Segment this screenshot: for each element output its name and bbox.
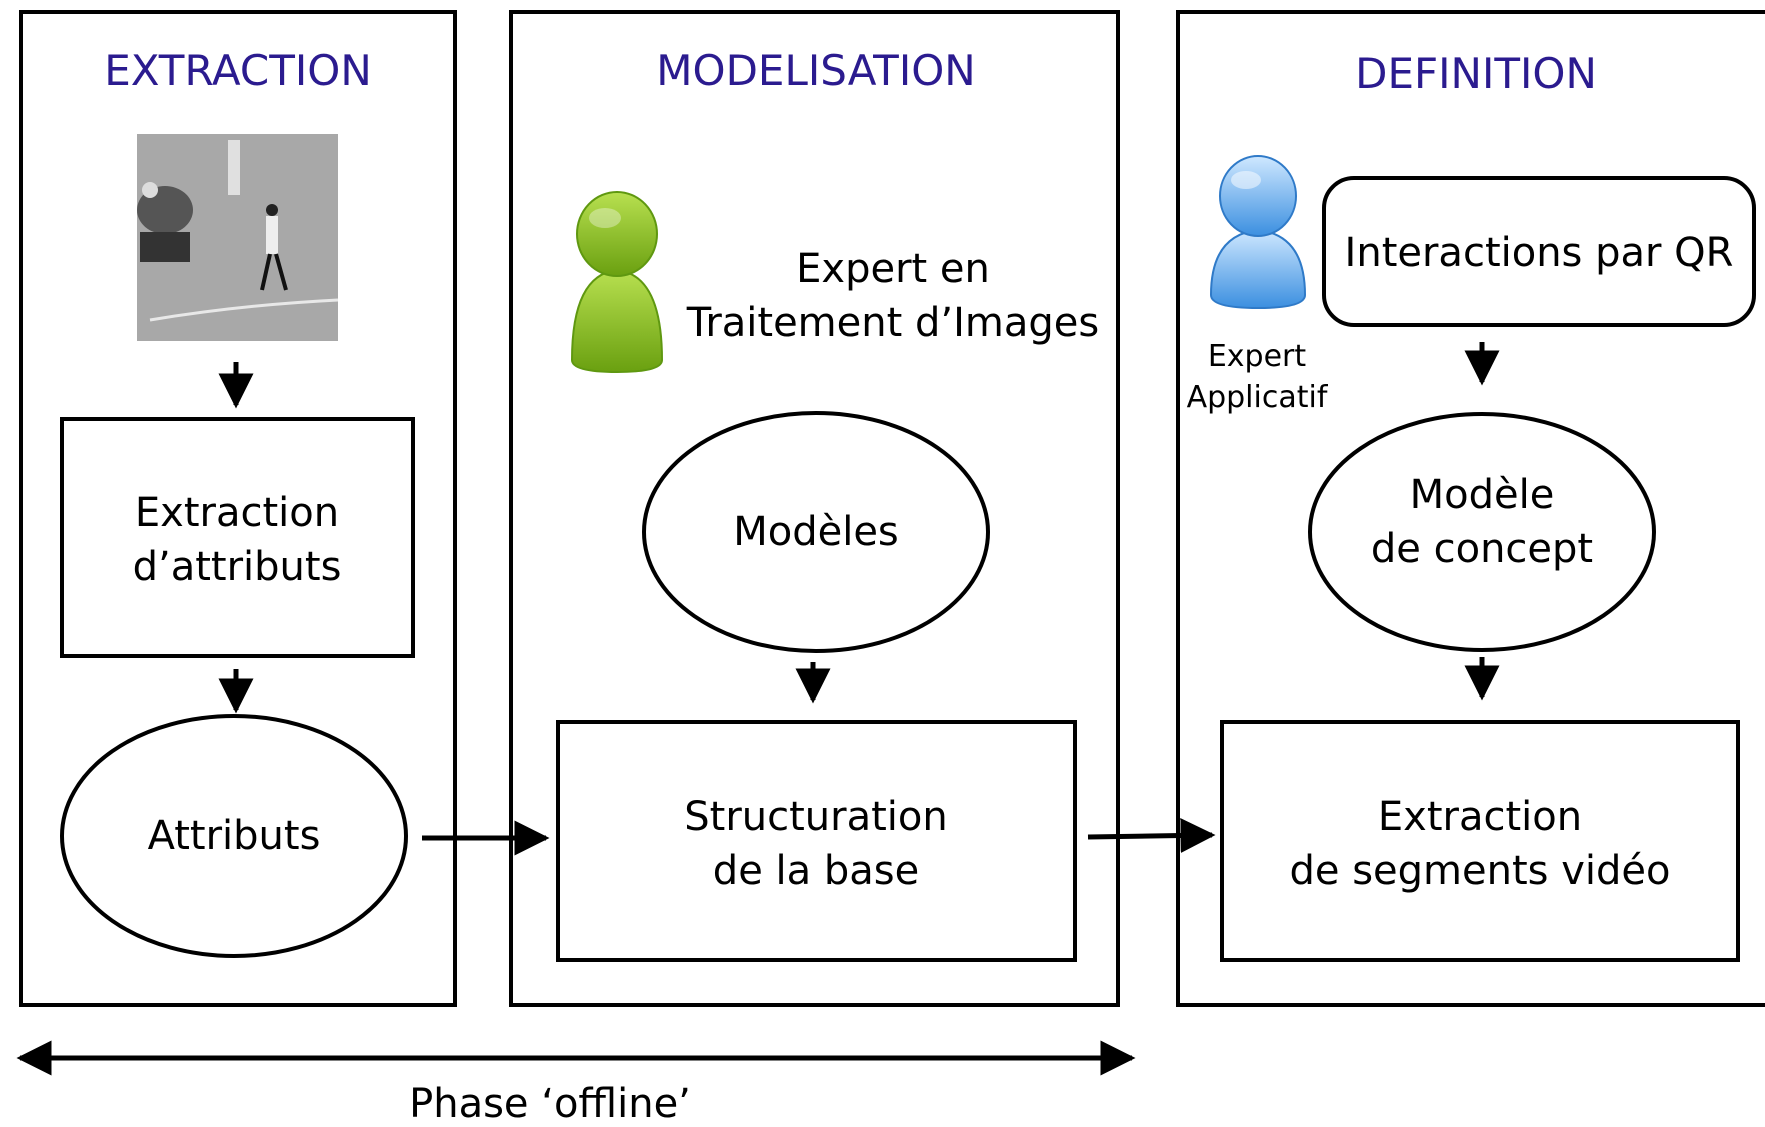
ellipse-models-label: Modèles bbox=[733, 509, 899, 555]
box-structuration bbox=[556, 720, 1077, 962]
definition-panel bbox=[1176, 10, 1765, 1007]
definition-title: DEFINITION bbox=[1355, 49, 1597, 98]
extraction-title: EXTRACTION bbox=[104, 46, 372, 95]
arrow-structuration-to-segments bbox=[1087, 818, 1216, 854]
video-frame-thumbnail bbox=[137, 134, 339, 341]
box-structuration-line2: de la base bbox=[713, 848, 919, 894]
box-video-segments-line1: Extraction bbox=[1378, 794, 1582, 840]
ellipse-concept-model bbox=[1308, 412, 1656, 652]
ellipse-models bbox=[642, 411, 990, 653]
box-video-segments bbox=[1220, 720, 1740, 962]
ellipse-attributs bbox=[60, 714, 408, 958]
expert-applicatif-line1: Expert bbox=[1208, 339, 1307, 374]
box-attribute-extraction bbox=[60, 417, 415, 658]
box-interactions-qr-label: Interactions par QR bbox=[1345, 230, 1734, 276]
expert-image-icon bbox=[570, 191, 664, 374]
modelisation-panel bbox=[509, 10, 1120, 1007]
box-interactions-qr bbox=[1322, 176, 1756, 327]
expert-image-line1: Expert en bbox=[796, 246, 990, 292]
ellipse-attributs-label: Attributs bbox=[148, 813, 321, 859]
expert-image-line2: Traitement d’Images bbox=[686, 300, 1099, 346]
box-attribute-extraction-line1: Extraction bbox=[135, 490, 339, 536]
box-attribute-extraction-line2: d’attributs bbox=[133, 544, 342, 590]
ellipse-concept-model-line1: Modèle bbox=[1410, 472, 1555, 518]
box-structuration-line1: Structuration bbox=[684, 794, 947, 840]
box-video-segments-line2: de segments vidéo bbox=[1290, 848, 1671, 894]
extraction-panel bbox=[19, 10, 457, 1007]
phase-offline-label: Phase ‘offline’ bbox=[409, 1081, 691, 1127]
expert-applicatif-line2: Applicatif bbox=[1187, 380, 1329, 415]
modelisation-title: MODELISATION bbox=[656, 46, 975, 95]
expert-applicatif-icon bbox=[1209, 155, 1307, 310]
ellipse-concept-model-line2: de concept bbox=[1371, 526, 1593, 572]
